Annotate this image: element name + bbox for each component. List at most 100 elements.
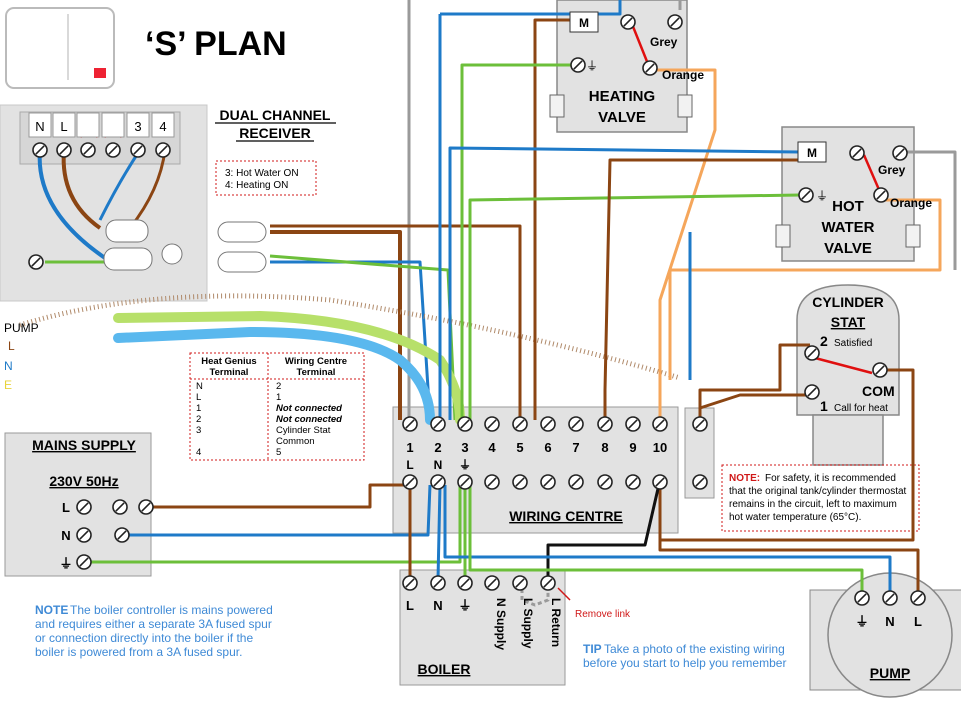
valve-motor-boxes <box>569 11 827 163</box>
bottom-note-text: or connection directly into the boiler i… <box>35 631 253 645</box>
boiler-screw <box>430 575 446 591</box>
wc-terminal-number: 2 <box>434 440 441 455</box>
pump-screw <box>910 590 926 606</box>
cylstat-title: STAT <box>831 314 866 330</box>
wiring-centre-title: WIRING CENTRE <box>509 508 623 524</box>
receiver-terminal-screw <box>105 142 121 158</box>
wire-brown-receiver-5 <box>270 224 522 420</box>
wc-bottom-screw <box>568 474 584 490</box>
table-header: Wiring Centre <box>285 356 347 367</box>
wc-bottom-screw <box>652 474 668 490</box>
wire-hwv-grey <box>900 150 957 270</box>
boiler-n-supply-label: N Supply <box>494 598 508 650</box>
pump-legend-title: PUMP <box>4 321 39 335</box>
removable-link <box>520 582 550 607</box>
wc-bottom-screw <box>484 474 500 490</box>
safety-note-box <box>721 464 920 532</box>
wire-wc-boiler-n <box>436 484 442 581</box>
receiver-terminal-screw <box>80 142 96 158</box>
wire-hwv-brown <box>603 158 800 420</box>
boiler-screw <box>457 575 473 591</box>
hwv-title: WATER <box>821 219 874 236</box>
wc-bottom-screw <box>625 474 641 490</box>
mains-l-label: L <box>62 500 70 515</box>
table-header: Terminal <box>297 367 336 378</box>
wc-top-screw <box>457 416 473 432</box>
wire-receiver-brown <box>61 149 102 230</box>
receiver-terminal-cell <box>28 112 52 138</box>
cylstat-t1: 1 <box>820 398 828 414</box>
receiver-terminal-screw <box>155 142 171 158</box>
hwv-grey-label: Grey <box>878 163 906 177</box>
wc-terminal-number: 3 <box>461 440 468 455</box>
hv-screw <box>620 14 636 30</box>
wire-hv-blue <box>440 0 622 16</box>
hv-motor-label: M <box>579 16 589 30</box>
hwv-screw <box>849 145 865 161</box>
pump-n-label: N <box>885 614 894 629</box>
receiver-note: 3: Hot Water ON <box>225 168 299 179</box>
wire-cylstat-com <box>699 393 808 410</box>
mains-voltage: 230V 50Hz <box>49 473 118 489</box>
mains-screw <box>138 499 154 515</box>
bottom-note-text: The boiler controller is mains powered <box>70 603 273 617</box>
table-cell: 3 <box>196 425 201 436</box>
hwv-screw <box>873 187 889 203</box>
wire-mains-l <box>140 483 408 509</box>
receiver-terminal-label: L <box>60 119 67 134</box>
hv-screw <box>570 57 586 73</box>
wire-blue-receiver-n <box>270 260 432 421</box>
wc-bottom-screw <box>430 474 446 490</box>
wc-top-screw <box>568 416 584 432</box>
mains-screw <box>76 554 92 570</box>
remove-link-arrow <box>557 587 571 601</box>
cable-glands <box>103 219 267 273</box>
wc-terminal-number: 9 <box>629 440 636 455</box>
wire-mains-e <box>88 485 462 564</box>
wire-brown-receiver-l1 <box>270 230 402 420</box>
page-title: ‘S’ PLAN <box>145 25 287 63</box>
receiver-title: RECEIVER <box>239 125 311 141</box>
wire-pump-neutral-sketch <box>113 327 435 425</box>
pump-l-label: L <box>914 614 922 629</box>
receiver-terminal-label: 4 <box>159 119 166 134</box>
wc-top-screw <box>652 416 668 432</box>
boiler-screw <box>484 575 500 591</box>
wc-bottom-screw <box>540 474 556 490</box>
wire-hwv-blue <box>448 146 801 420</box>
wc-top-screw <box>512 416 528 432</box>
receiver-note-box <box>215 160 317 196</box>
wire-pump-earth-sketch <box>113 311 465 425</box>
cylstat-com: COM <box>862 383 895 399</box>
wc-e-label: ⏚ <box>459 458 471 472</box>
hv-screw <box>642 60 658 76</box>
hwv-motor-label: M <box>807 146 817 160</box>
receiver-terminal-cell <box>151 112 175 138</box>
table-cell: Common <box>276 436 315 447</box>
pump-legend-l: L <box>8 339 15 353</box>
wire-pump-l <box>658 500 920 595</box>
hv-screw <box>667 14 683 30</box>
wire-mains-n <box>125 484 432 537</box>
receiver-terminal-screw <box>32 142 48 158</box>
boiler-l-supply-label: L Supply <box>521 598 535 649</box>
wc-terminal-number: 1 <box>406 440 413 455</box>
boiler-e-label: ⏚ <box>458 598 471 613</box>
table-header: Heat Genius <box>201 356 256 367</box>
wc-top-screw <box>625 416 641 432</box>
mains-n-label: N <box>61 528 70 543</box>
wc-terminal-number: 5 <box>516 440 523 455</box>
bottom-note-prefix: NOTE <box>35 603 68 617</box>
junction-screw <box>692 416 708 432</box>
pump-screw <box>854 590 870 606</box>
cylstat-screw <box>804 384 820 400</box>
boiler-n-label: N <box>433 598 442 613</box>
hwv-earth-label: ⏚ <box>816 189 828 203</box>
hwv-title: HOT <box>832 198 864 215</box>
wc-bottom-screw <box>402 474 418 490</box>
wire-boiler-return <box>546 479 662 580</box>
wc-terminal-number: 8 <box>601 440 608 455</box>
wc-bottom-screw <box>457 474 473 490</box>
wire-green-receiver <box>269 254 457 421</box>
receiver-title: DUAL CHANNEL <box>220 107 331 123</box>
